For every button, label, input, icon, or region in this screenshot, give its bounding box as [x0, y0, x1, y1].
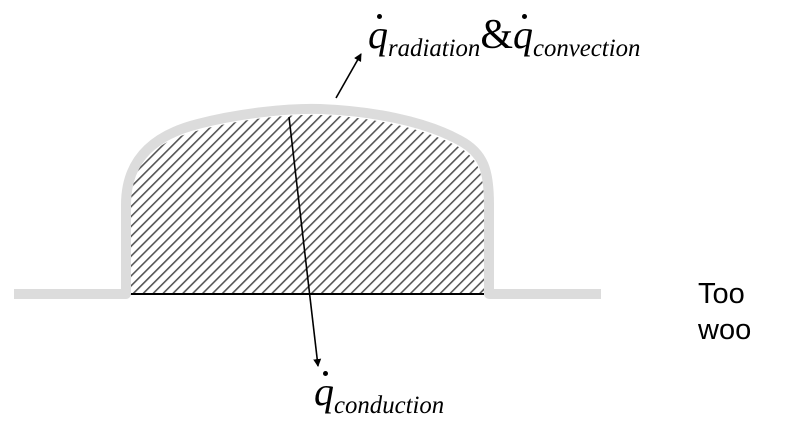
q-dot-radiation: q [368, 12, 388, 57]
side-text-line-1: Too [698, 278, 745, 310]
bead-body-hatched [130, 114, 484, 294]
q-dot-conduction: q [314, 369, 334, 414]
ampersand: & [480, 12, 513, 58]
side-text-line-2: woo [698, 314, 752, 346]
side-text: Too woo [698, 276, 751, 348]
radiation-subscript: radiation [388, 34, 481, 62]
conduction-label: qconduction [314, 369, 445, 419]
heat-loss-arrow [335, 53, 362, 99]
conduction-subscript: conduction [334, 391, 445, 419]
bead-outline [14, 103, 601, 299]
q-dot-convection: q [512, 12, 533, 57]
convection-subscript: convection [532, 34, 641, 62]
conduction-arrow [288, 116, 322, 367]
radiation-convection-label: qradiation&qconvection [368, 14, 640, 62]
